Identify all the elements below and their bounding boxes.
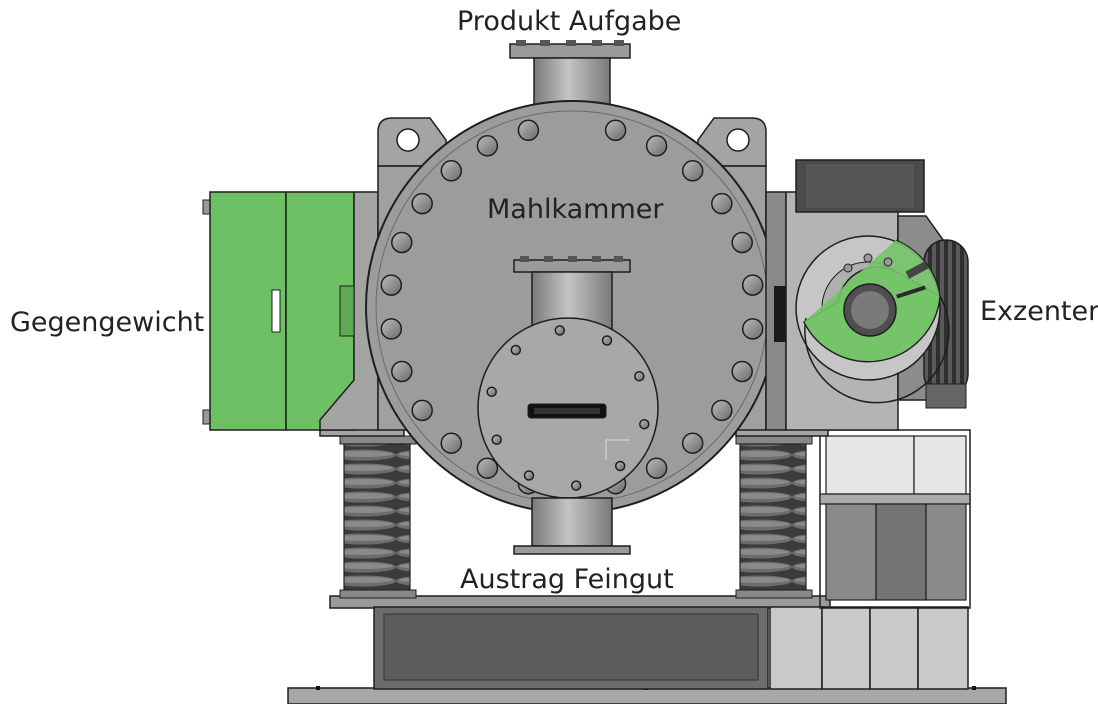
- bolt-circle-icon: [645, 135, 668, 157]
- bolt-circle-icon: [711, 399, 733, 422]
- bolt-circle-icon: [741, 318, 764, 340]
- bolt-circle-icon: [741, 274, 764, 296]
- bolt-circle-icon: [391, 231, 413, 254]
- bolt-circle-icon: [510, 344, 522, 356]
- bolt-circle-icon: [681, 160, 704, 182]
- bolt-circle-icon: [645, 457, 668, 479]
- bolt-circle-icon: [711, 192, 733, 215]
- counterweight: [202, 191, 379, 431]
- bolt-circle-icon: [523, 470, 535, 481]
- label-product-feed: Produkt Aufgabe: [457, 6, 682, 37]
- bolt-circle-icon: [486, 386, 497, 398]
- label-grinding-chamber: Mahlkammer: [487, 194, 664, 225]
- bolt-circle-icon: [380, 274, 403, 296]
- bolt-circle-icon: [731, 360, 753, 383]
- eccentric-drive: [765, 159, 969, 431]
- bolt-circle-icon: [570, 480, 582, 491]
- bolt-circle-icon: [604, 119, 627, 142]
- bolt-circle-icon: [601, 335, 613, 346]
- spring-left: [339, 435, 417, 599]
- bolt-circle-icon: [554, 325, 566, 336]
- cover-bolt-ring: [486, 325, 650, 491]
- bolt-circle-icon: [440, 432, 463, 454]
- bolt-circle-icon: [476, 135, 499, 157]
- bolt-circle-icon: [476, 457, 499, 479]
- fine-discharge-pipe: [513, 497, 631, 555]
- base-frame: [287, 429, 1007, 705]
- label-fine-discharge: Austrag Feingut: [460, 564, 674, 595]
- bolt-circle-icon: [634, 371, 645, 382]
- bolt-circle-icon: [731, 231, 753, 254]
- lifting-lugs: [377, 117, 767, 167]
- bolt-circle-icon: [639, 418, 650, 430]
- label-counterweight: Gegengewicht: [10, 307, 205, 338]
- inspection-cover: [477, 317, 659, 499]
- label-eccentric: Exzenter: [980, 296, 1098, 327]
- bolt-circle-icon: [411, 399, 433, 422]
- bolt-circle-icon: [614, 460, 626, 472]
- spring-right: [735, 435, 813, 599]
- bolt-circle-icon: [517, 119, 540, 142]
- bolt-circle-icon: [440, 160, 463, 182]
- bolt-circle-icon: [681, 432, 704, 454]
- bolt-circle-icon: [380, 318, 403, 340]
- bolt-circle-icon: [411, 192, 433, 215]
- bolt-circle-icon: [491, 434, 502, 445]
- bolt-circle-icon: [391, 360, 413, 383]
